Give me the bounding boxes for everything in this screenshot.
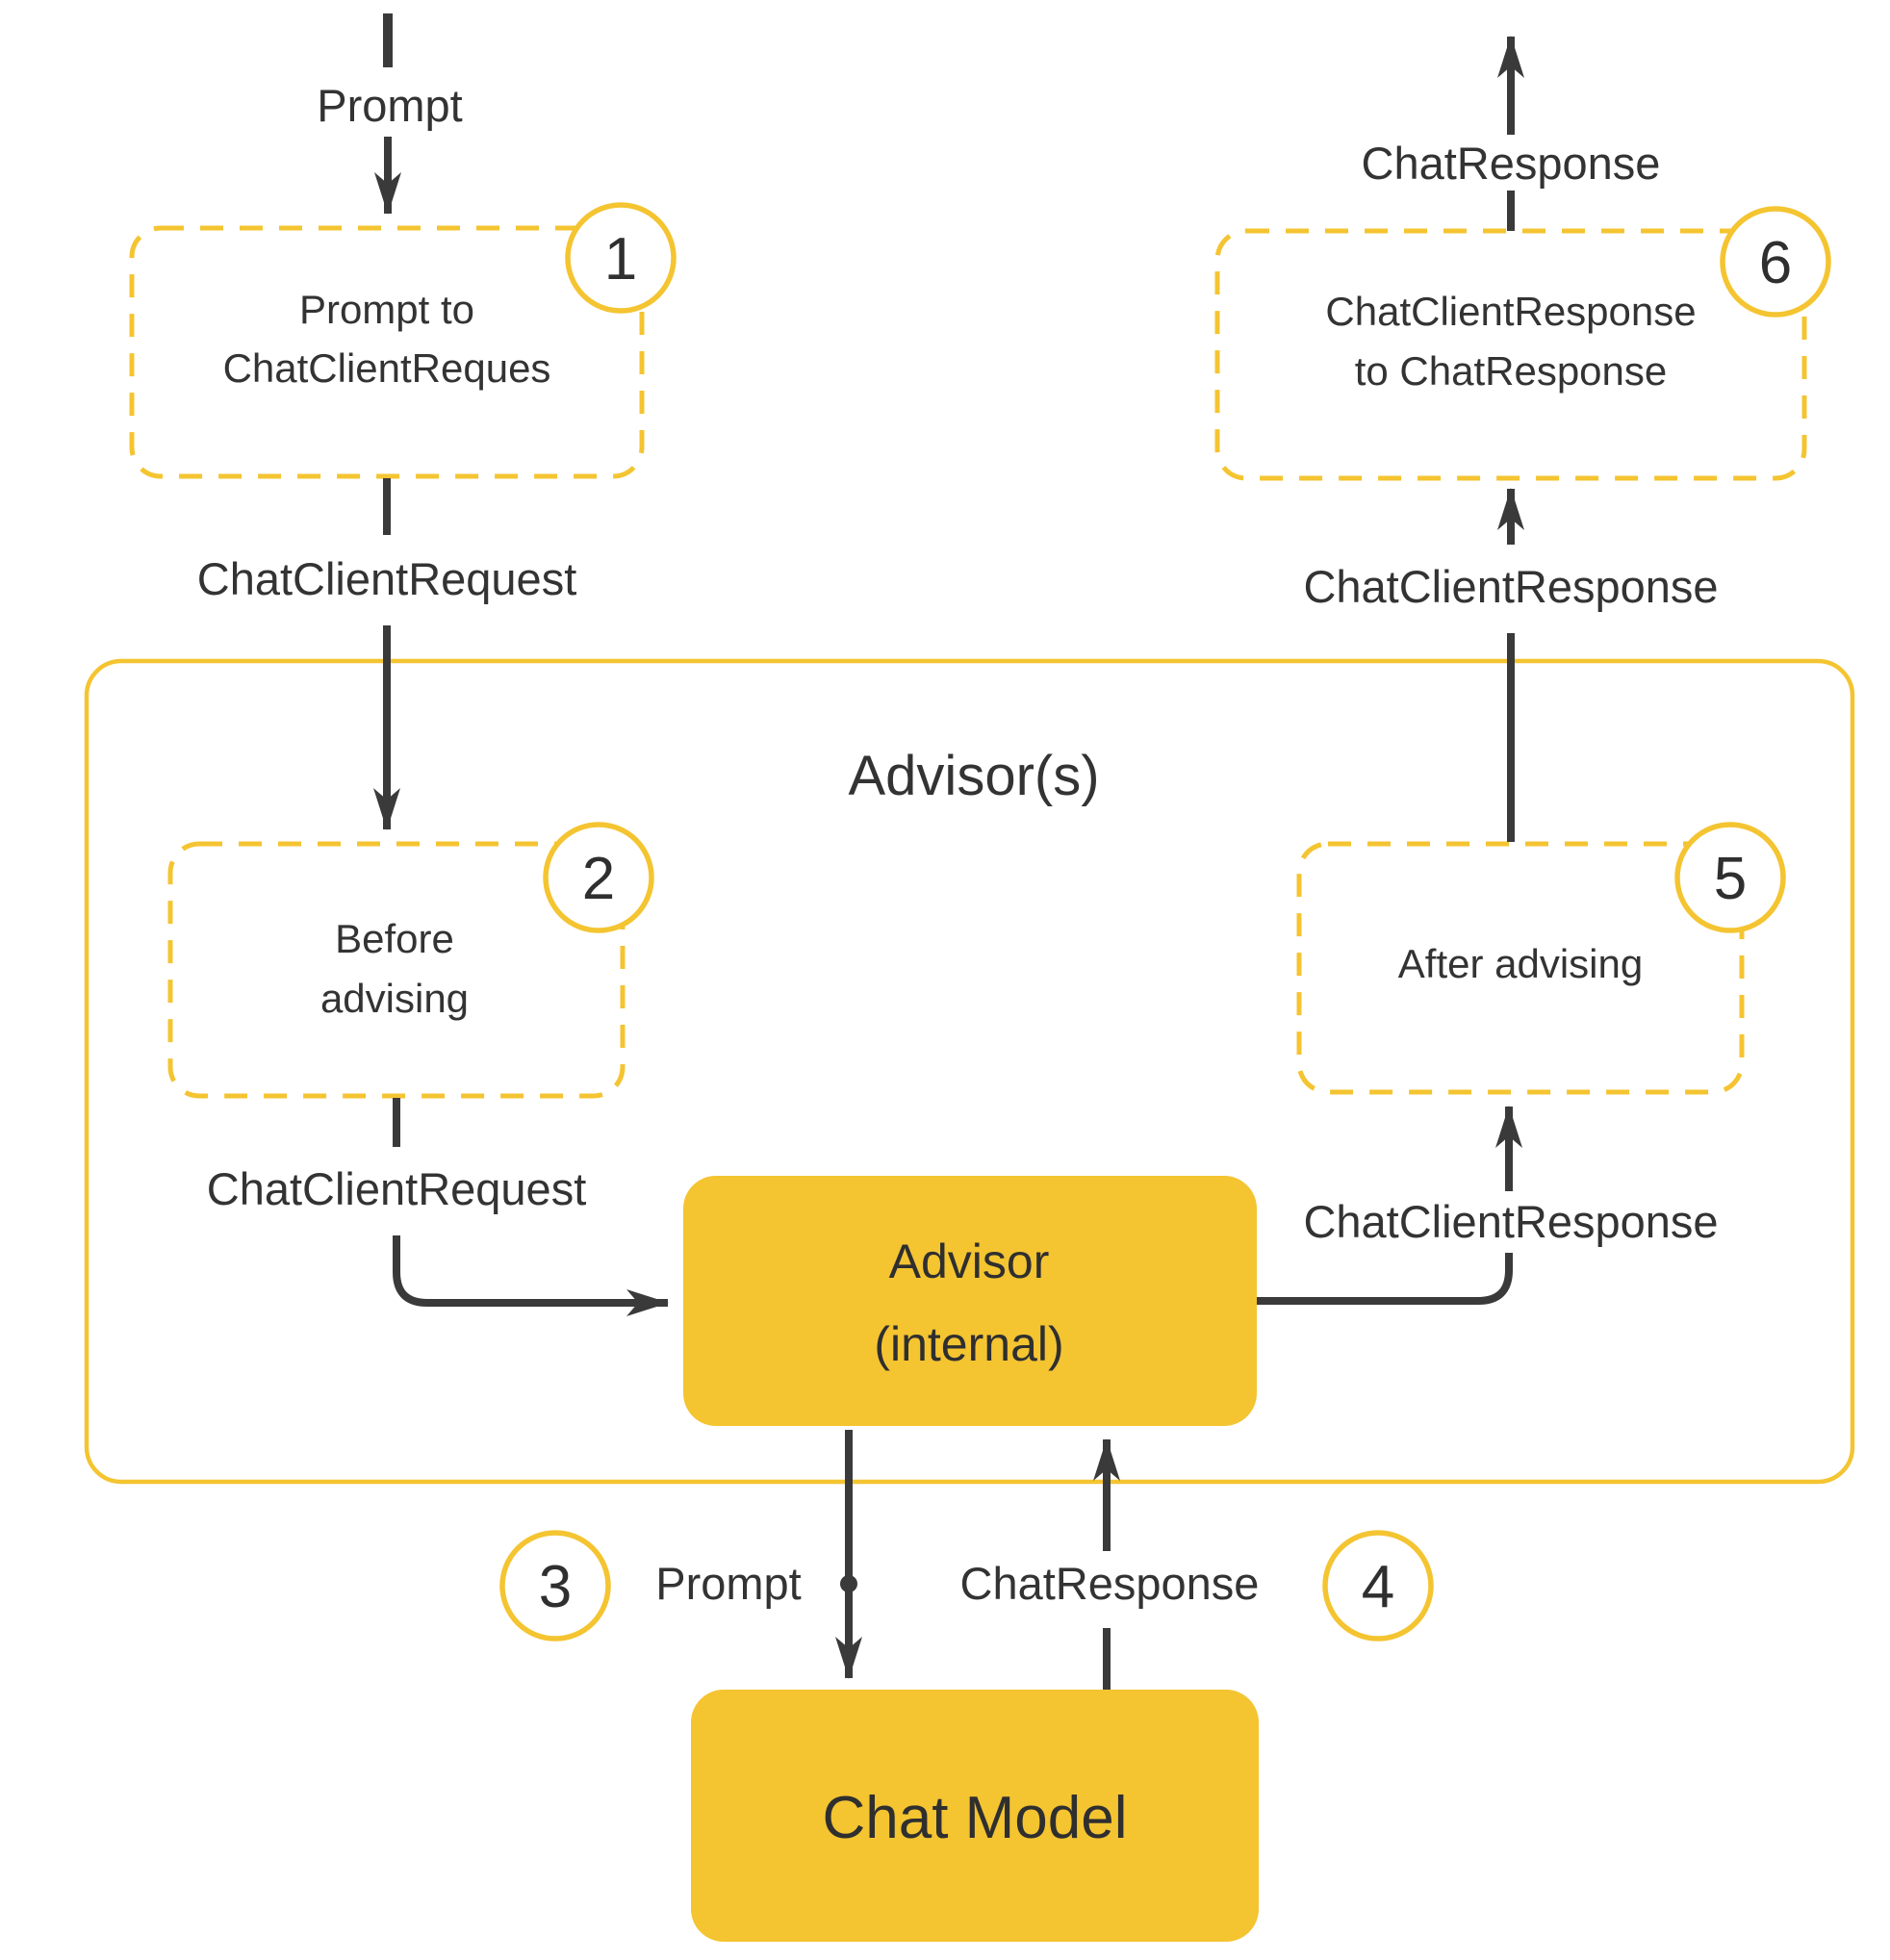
node5-text: After advising — [1398, 941, 1643, 986]
badge6-circle — [1720, 206, 1831, 318]
prompt-line-dot — [840, 1575, 857, 1592]
edge-label-chatclientrequest-top: ChatClientRequest — [197, 553, 577, 604]
badge1-circle — [565, 202, 677, 314]
node-prompt-to-chatclientrequest — [129, 225, 645, 479]
badge5-number: 5 — [1714, 846, 1747, 912]
badge4-number: 4 — [1362, 1554, 1394, 1620]
node-before-advising — [167, 841, 626, 1099]
badge-step2: 2 — [543, 822, 654, 933]
badge2-number: 2 — [582, 846, 615, 912]
arrow-chatclientrequest-into-advisor — [393, 1235, 669, 1316]
edge-label-outgoing-chatresponse: ChatResponse — [1362, 138, 1661, 189]
node1-text-line1: Prompt to — [299, 287, 474, 332]
edge-label-chatresponse-from-chat-model: ChatResponse — [960, 1558, 1260, 1609]
badge2-circle — [543, 822, 654, 933]
advisor-internal-text-line2: (internal) — [874, 1317, 1063, 1371]
node-chat-model — [691, 1690, 1259, 1942]
badge-step3: 3 — [499, 1530, 611, 1642]
badge-step4: 4 — [1322, 1530, 1434, 1642]
edge-label-chatclientresponse-inner: ChatClientResponse — [1303, 1196, 1718, 1247]
edge-label-chatclientresponse-up: ChatClientResponse — [1303, 561, 1718, 612]
advisors-container-box — [84, 658, 1855, 1485]
badge4-circle — [1322, 1530, 1434, 1642]
node6-text-line2: to ChatResponse — [1355, 348, 1668, 394]
badge5-circle — [1674, 822, 1786, 933]
advisors-container-title: Advisor(s) — [848, 745, 1099, 807]
edge-label-chatclientrequest-inner: ChatClientRequest — [207, 1163, 587, 1214]
node6-text-line1: ChatClientResponse — [1325, 289, 1696, 334]
node2-text-line2: advising — [320, 976, 469, 1021]
edge-label-incoming-prompt: Prompt — [317, 80, 463, 131]
connector-chatclientresponse-elbow — [1257, 1253, 1513, 1305]
chat-model-text: Chat Model — [822, 1785, 1127, 1851]
node-chatclientresponse-to-chatresponse — [1214, 228, 1807, 481]
edge-label-prompt-to-chat-model: Prompt — [655, 1558, 802, 1609]
node-advisor-internal — [683, 1176, 1257, 1426]
badge6-number: 6 — [1759, 230, 1792, 296]
badge-step6: 6 — [1720, 206, 1831, 318]
node2-text-line1: Before — [335, 916, 454, 961]
badge3-number: 3 — [539, 1554, 572, 1620]
node1-text-line2: ChatClientReques — [223, 345, 551, 391]
badge3-circle — [499, 1530, 611, 1642]
advisor-internal-text-line1: Advisor — [889, 1235, 1050, 1288]
badge1-number: 1 — [604, 226, 637, 293]
badge-step5: 5 — [1674, 822, 1786, 933]
badge-step1: 1 — [565, 202, 677, 314]
node-after-advising — [1296, 841, 1745, 1095]
